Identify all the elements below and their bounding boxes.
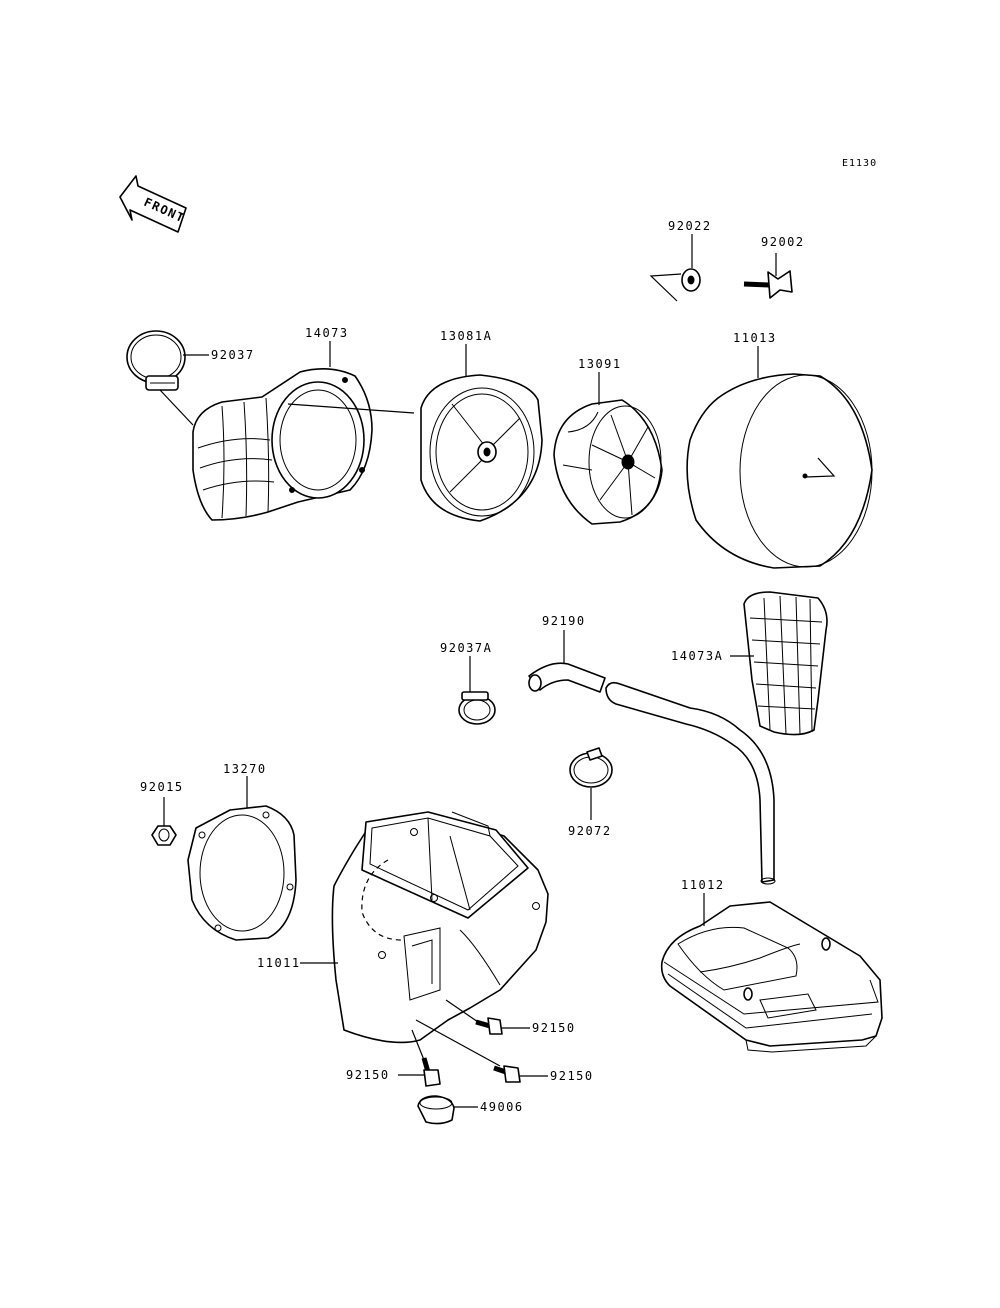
part-11011-airbox: 11011 xyxy=(257,811,549,1044)
part-92022-washer: 92022 xyxy=(649,219,712,302)
label-14073: 14073 xyxy=(305,326,349,340)
part-92072-clamp: 92072 xyxy=(568,747,613,838)
label-92190: 92190 xyxy=(542,614,586,628)
part-49006-cap: 49006 xyxy=(417,1095,524,1125)
part-13081A-holder: 13081A xyxy=(420,329,543,522)
label-11012: 11012 xyxy=(681,878,725,892)
label-92022: 92022 xyxy=(668,219,712,233)
label-49006: 49006 xyxy=(480,1100,524,1114)
label-92037: 92037 xyxy=(211,348,255,362)
label-13270: 13270 xyxy=(223,762,267,776)
reference-code: E1130 xyxy=(842,158,877,169)
part-14073-duct: 14073 xyxy=(192,326,415,521)
part-92150-bolt-b: 92150 xyxy=(415,1019,594,1083)
part-92002-wing-bolt: 92002 xyxy=(743,235,805,299)
part-92037-clamp: 92037 xyxy=(126,330,255,426)
part-11012-case: 11012 xyxy=(660,878,883,1053)
label-92150-b: 92150 xyxy=(550,1069,594,1083)
part-11013-filter: 11013 xyxy=(686,331,873,569)
label-92037A: 92037A xyxy=(440,641,492,655)
part-92150-bolt-a: 92150 xyxy=(445,999,576,1035)
label-11013: 11013 xyxy=(733,331,777,345)
label-92150-a: 92150 xyxy=(532,1021,576,1035)
label-92015: 92015 xyxy=(140,780,184,794)
label-13081A: 13081A xyxy=(440,329,492,343)
label-92150-c: 92150 xyxy=(346,1068,390,1082)
label-14073A: 14073A xyxy=(671,649,723,663)
label-92072: 92072 xyxy=(568,824,612,838)
part-92015-nut: 92015 xyxy=(140,780,184,846)
part-92150-bolt-c: 92150 xyxy=(346,1029,441,1087)
part-92037A-clamp: 92037A xyxy=(440,641,496,725)
front-arrow-icon: FRONT xyxy=(119,175,187,233)
part-92190-hose: 92190 xyxy=(528,614,776,885)
part-13270-gasket: 13270 xyxy=(187,762,297,941)
label-11011: 11011 xyxy=(257,956,301,970)
part-14073A-boot: 14073A xyxy=(671,591,828,736)
label-13091: 13091 xyxy=(578,357,622,371)
part-13091-cage: 13091 xyxy=(553,357,663,525)
label-92002: 92002 xyxy=(761,235,805,249)
